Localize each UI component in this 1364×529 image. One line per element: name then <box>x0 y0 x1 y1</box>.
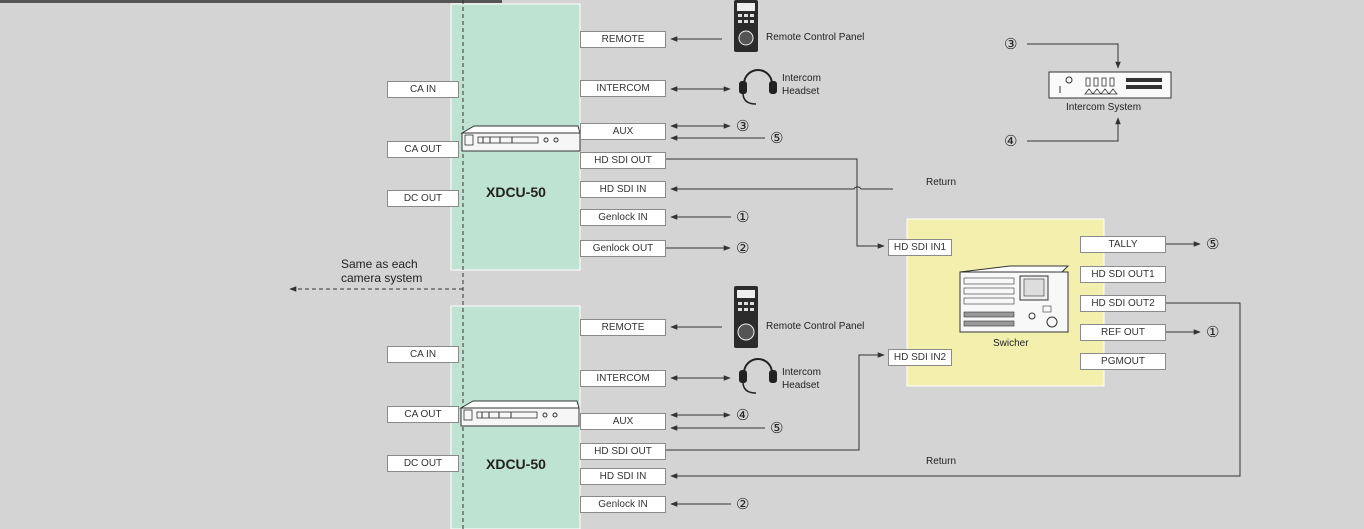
same-as-note-line2: camera system <box>341 271 423 285</box>
remote-panel-label-1: Remote Control Panel <box>766 32 865 43</box>
unit-name-1: XDCU-50 <box>486 184 546 200</box>
headset-label-1b: Headset <box>782 86 820 97</box>
hdsdi-out-line-1 <box>666 158 885 249</box>
unit-name-2: XDCU-50 <box>486 456 546 472</box>
port-ca-in-2: CA IN <box>387 346 459 363</box>
intercom-input-4: ④ <box>1004 132 1018 150</box>
ccu-device-2 <box>459 400 580 427</box>
headset-label-2a: Intercom <box>782 367 821 378</box>
port-intercom-1: INTERCOM <box>580 80 666 97</box>
intercom-sys-line-4 <box>1027 117 1121 142</box>
port-remote-1: REMOTE <box>580 31 666 48</box>
port-hdsdi-in-1: HD SDI IN <box>580 181 666 198</box>
switcher-out-pgm: PGMOUT <box>1080 353 1166 370</box>
port-genlock-in-2: Genlock IN <box>580 496 666 513</box>
switcher-out-tally: TALLY <box>1080 236 1166 253</box>
port-genlock-out-1: Genlock OUT <box>580 240 666 257</box>
headset-icon-2 <box>739 358 777 394</box>
headset-label-2b: Headset <box>782 380 820 391</box>
switcher-out-hdsdi1: HD SDI OUT1 <box>1080 266 1166 283</box>
aux-target-1b: ⑤ <box>770 129 784 147</box>
genlock-in-target-1: ① <box>736 208 750 226</box>
return-label-2: Return <box>926 456 957 467</box>
hdsdi-in-line-2 <box>670 302 1241 479</box>
genlock-in-target-2: ② <box>736 495 750 513</box>
port-dc-out-1: DC OUT <box>387 190 459 207</box>
switcher-label: Swicher <box>993 338 1029 349</box>
remote-control-panel-icon-2 <box>734 286 758 348</box>
port-intercom-2: INTERCOM <box>580 370 666 387</box>
intercom-system-label: Intercom System <box>1066 102 1142 113</box>
port-dc-out-2: DC OUT <box>387 455 459 472</box>
ref-out-target: ① <box>1206 323 1220 341</box>
aux-target-2a: ④ <box>736 406 750 424</box>
tally-target: ⑤ <box>1206 235 1220 253</box>
port-ca-out-1: CA OUT <box>387 141 459 158</box>
port-hdsdi-out-2: HD SDI OUT <box>580 443 666 460</box>
port-hdsdi-in-2: HD SDI IN <box>580 468 666 485</box>
port-aux-2: AUX <box>580 413 666 430</box>
switcher-in1: HD SDI IN1 <box>888 239 952 256</box>
port-ca-out-2: CA OUT <box>387 406 459 423</box>
headset-icon-1 <box>739 69 777 105</box>
port-aux-1: AUX <box>580 123 666 140</box>
switcher-out-ref: REF OUT <box>1080 324 1166 341</box>
remote-control-panel-icon-1 <box>734 0 758 52</box>
port-genlock-in-1: Genlock IN <box>580 209 666 226</box>
aux-target-2b: ⑤ <box>770 419 784 437</box>
intercom-input-3: ③ <box>1004 35 1018 53</box>
switcher-in2: HD SDI IN2 <box>888 349 952 366</box>
ccu-device-1 <box>460 125 581 152</box>
genlock-out-target-1: ② <box>736 239 750 257</box>
switcher-device <box>959 265 1070 333</box>
hdsdi-out-line-2 <box>666 352 885 451</box>
hdsdi-in-line-1 <box>670 186 893 192</box>
intercom-system-device <box>1048 71 1172 99</box>
intercom-sys-line-3 <box>1027 43 1121 69</box>
port-ca-in-1: CA IN <box>387 81 459 98</box>
return-label-1: Return <box>926 177 957 188</box>
remote-panel-label-2: Remote Control Panel <box>766 321 865 332</box>
port-hdsdi-out-1: HD SDI OUT <box>580 152 666 169</box>
port-remote-2: REMOTE <box>580 319 666 336</box>
headset-label-1a: Intercom <box>782 73 821 84</box>
switcher-out-hdsdi2: HD SDI OUT2 <box>1080 295 1166 312</box>
aux-target-1a: ③ <box>736 117 750 135</box>
same-as-note-line1: Same as each <box>341 257 418 271</box>
